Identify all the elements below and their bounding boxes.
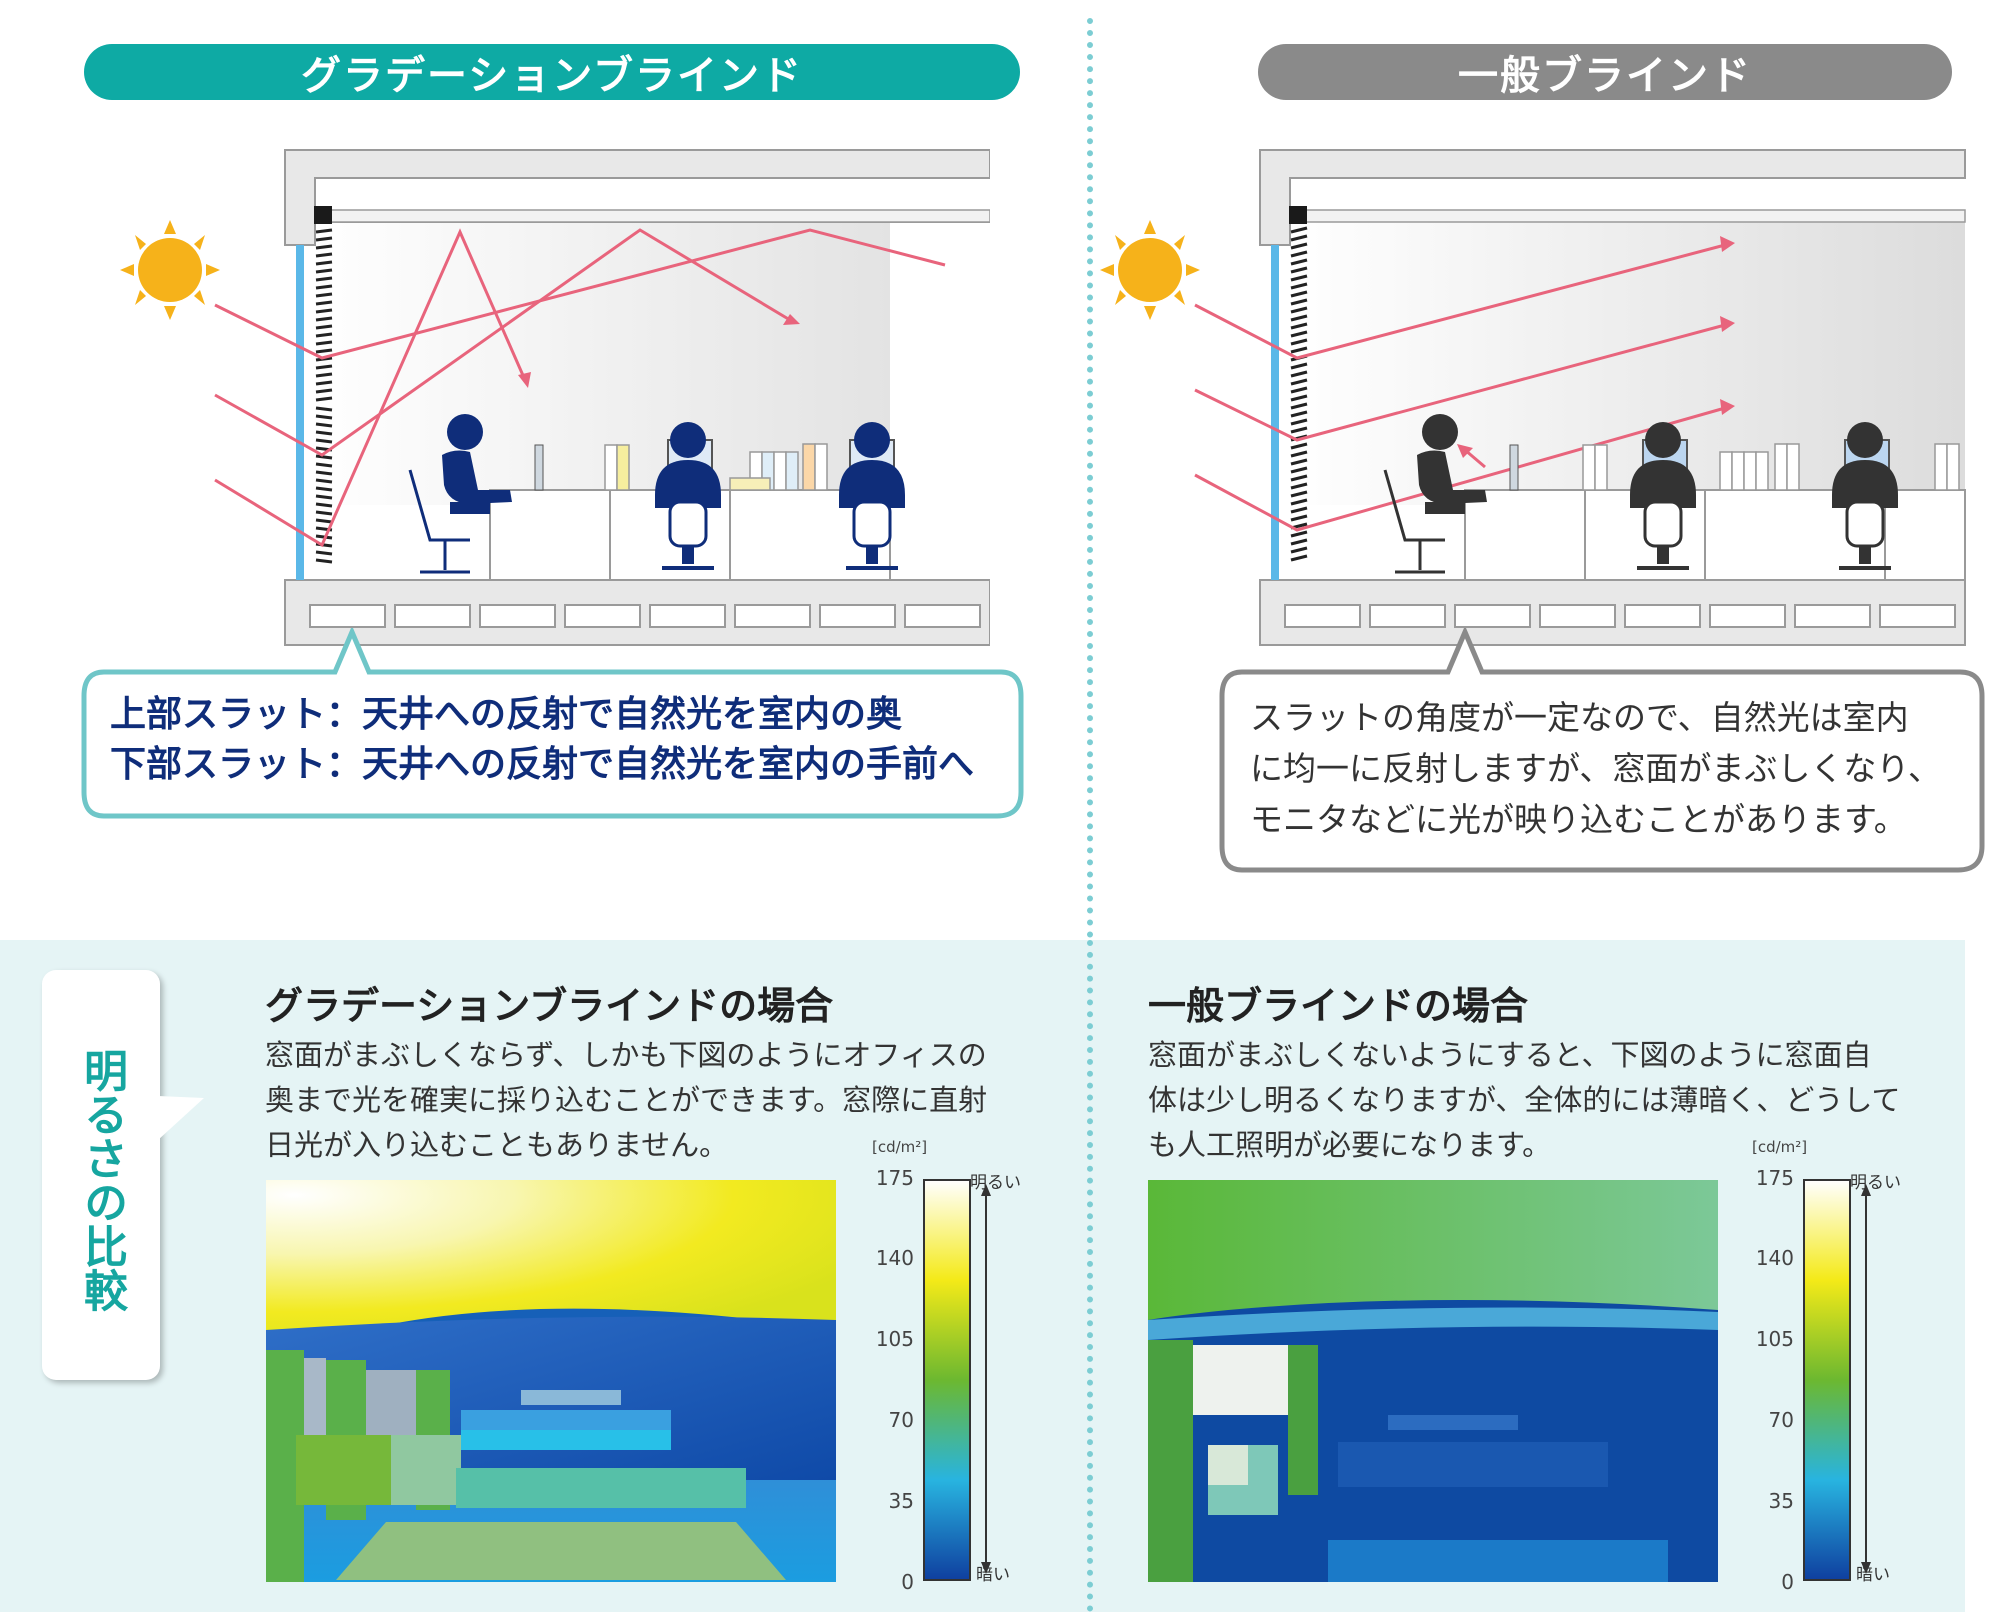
bright-label: 明るい [970,1173,1021,1193]
dark-label: 暗い [976,1565,1010,1585]
scale-tick: 70 [888,1408,914,1432]
general-color-scale [1803,1179,1871,1581]
scale-tick: 140 [1755,1246,1794,1270]
comparison-tab [42,970,160,1380]
scale-tick: 0 [901,1570,914,1594]
left-callout-frame [81,628,1024,819]
scale-tick: 105 [875,1327,914,1351]
text-line: 体は少し明るくなりますが、全体的には薄暗く、どうして [1148,1083,1901,1117]
scale-tick: 70 [1768,1408,1794,1432]
sun-icon [120,220,220,320]
scale-tick: 0 [1781,1570,1794,1594]
comparison-label: 明るさの比較 [76,1048,127,1312]
sun-icon-right [1100,220,1200,320]
luminance-unit: [cd/m²] [1752,1138,1808,1156]
gradation-case-heading: グラデーションブラインドの場合 [265,984,834,1028]
callout-line: モニタなどに光が映り込むことがあります。 [1250,800,1907,839]
gradation-color-scale [923,1179,991,1581]
scale-tick: 105 [1755,1327,1794,1351]
general-case-heading: 一般ブラインドの場合 [1148,984,1529,1028]
scale-tick: 175 [1755,1166,1794,1190]
general-office-diagram [1100,149,1966,646]
scale-tick: 140 [875,1246,914,1270]
scale-tick: 35 [888,1489,914,1513]
scale-tick: 175 [875,1166,914,1190]
gradation-case-text: 窓面がまぶしくならず、しかも下図のようにオフィスの 奥まで光を確実に採り込むこと… [265,1033,987,1168]
scale-tick: 35 [1768,1489,1794,1513]
callout-line: スラットの角度が一定なので、自然光は室内 [1250,698,1909,737]
dark-label: 暗い [1856,1565,1890,1585]
general-luminance-image [1148,1180,1718,1582]
gradation-office-diagram [120,149,990,646]
right-callout-frame [1219,628,1985,873]
text-line: 窓面がまぶしくならず、しかも下図のようにオフィスの [265,1038,987,1072]
center-divider-lower [1087,940,1093,1612]
bright-label: 明るい [1850,1173,1901,1193]
text-line: 窓面がまぶしくないようにすると、下図のように窓面自 [1148,1038,1872,1072]
callout-line: 上部スラット：天井への反射で自然光を室内の奥 [110,694,903,735]
text-line: 日光が入り込むこともありません。 [265,1128,729,1162]
general-case-text: 窓面がまぶしくないようにすると、下図のように窓面自 体は少し明るくなりますが、全… [1148,1033,1901,1168]
callout-line: に均一に反射しますが、窓面がまぶしくなり、 [1250,749,1942,788]
right-callout: スラットの角度が一定なので、自然光は室内 に均一に反射しますが、窓面がまぶしくな… [1250,692,1970,862]
tab-pointer [158,1096,204,1140]
callout-line: 下部スラット：天井への反射で自然光を室内の手前へ [110,744,975,785]
general-blind-title: 一般ブラインド [1258,44,1952,100]
text-line: も人工照明が必要になります。 [1148,1128,1552,1162]
gradation-luminance-image [266,1180,836,1582]
left-callout: 上部スラット：天井への反射で自然光を室内の奥 下部スラット：天井への反射で自然光… [110,690,1010,810]
gradation-blind-title: グラデーションブラインド [84,44,1020,100]
luminance-unit: [cd/m²] [872,1138,928,1156]
text-line: 奥まで光を確実に採り込むことができます。窓際に直射 [265,1083,988,1117]
center-divider [1087,18,1093,1612]
